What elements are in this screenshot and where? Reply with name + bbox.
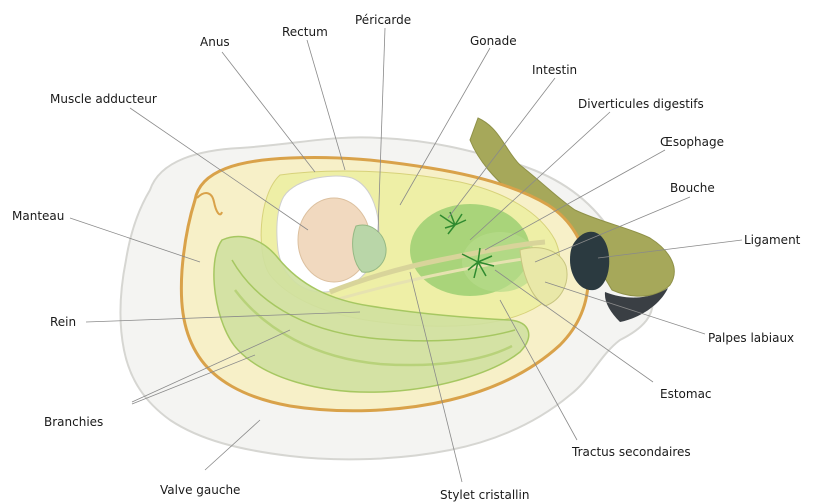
label-rectum: Rectum	[282, 25, 328, 39]
label-pericarde: Péricarde	[355, 13, 411, 27]
label-estomac: Estomac	[660, 387, 712, 401]
label-diverticules: Diverticules digestifs	[578, 97, 704, 111]
label-muscle-adducteur: Muscle adducteur	[50, 92, 157, 106]
label-oesophage: Œsophage	[660, 135, 724, 149]
label-bouche: Bouche	[670, 181, 715, 195]
label-ligament: Ligament	[744, 233, 801, 247]
label-branchies: Branchies	[44, 415, 103, 429]
label-palpes: Palpes labiaux	[708, 331, 794, 345]
label-stylet: Stylet cristallin	[440, 488, 529, 502]
label-gonade: Gonade	[470, 34, 517, 48]
label-intestin: Intestin	[532, 63, 577, 77]
label-tractus: Tractus secondaires	[571, 445, 691, 459]
label-rein: Rein	[50, 315, 76, 329]
label-valve: Valve gauche	[160, 483, 240, 497]
label-anus: Anus	[200, 35, 230, 49]
label-manteau: Manteau	[12, 209, 64, 223]
